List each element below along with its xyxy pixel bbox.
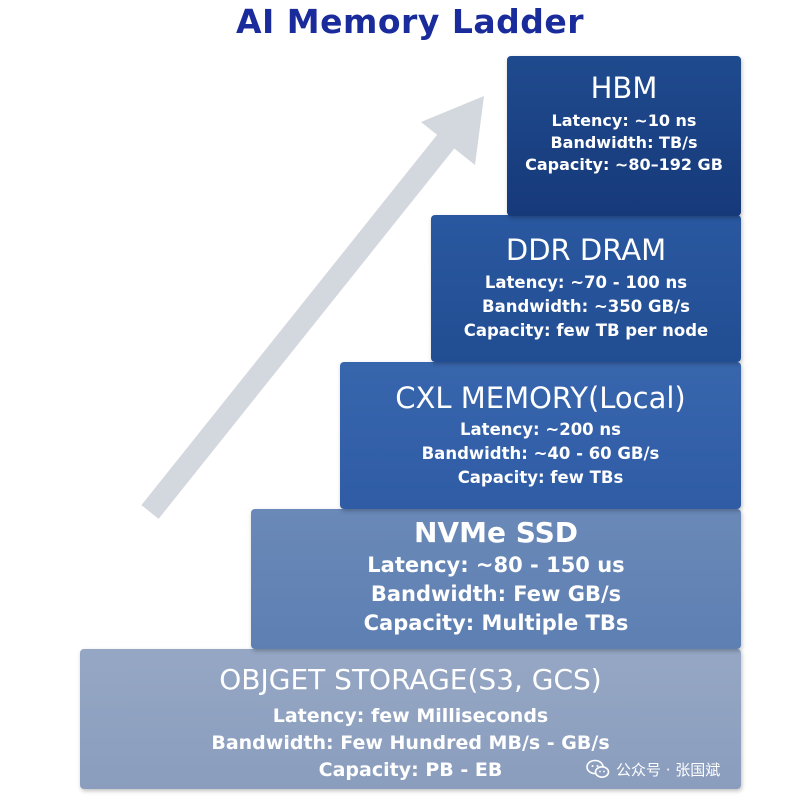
diagram-title: AI Memory Ladder xyxy=(235,2,585,41)
tier-name: DDR DRAM xyxy=(505,233,667,267)
tier-hbm: HBM Latency: ~10 ns Bandwidth: TB/s Capa… xyxy=(507,56,741,216)
wechat-icon xyxy=(586,759,610,778)
tier-name: CXL MEMORY(Local) xyxy=(395,381,686,415)
tier-latency: Latency: ~80 - 150 us xyxy=(367,553,625,577)
tier-bandwidth: Bandwidth: TB/s xyxy=(550,133,698,152)
tier-cxl-memory: CXL MEMORY(Local) Latency: ~200 ns Bandw… xyxy=(340,362,741,509)
tier-nvme-ssd: NVMe SSD Latency: ~80 - 150 us Bandwidth… xyxy=(251,509,741,649)
tier-bandwidth: Bandwidth: ~350 GB/s xyxy=(482,297,690,316)
tier-latency: Latency: ~10 ns xyxy=(551,111,697,130)
watermark: 公众号 · 张国斌 xyxy=(586,755,720,783)
tier-capacity: Capacity: few TB per node xyxy=(463,321,709,340)
tier-capacity: Capacity: ~80–192 GB xyxy=(525,155,723,174)
tier-latency: Latency: ~200 ns xyxy=(460,420,621,439)
tier-name: HBM xyxy=(590,71,658,105)
tier-bandwidth: Bandwidth: Few GB/s xyxy=(370,582,622,606)
tier-ddr-dram: DDR DRAM Latency: ~70 - 100 ns Bandwidth… xyxy=(431,215,741,362)
tier-latency: Latency: ~70 - 100 ns xyxy=(484,273,688,292)
tier-object-storage: OBJGET STORAGE(S3, GCS) Latency: few Mil… xyxy=(80,649,741,789)
tier-capacity: Capacity: few TBs xyxy=(457,468,624,487)
tier-bandwidth: Bandwidth: Few Hundred MB/s - GB/s xyxy=(211,732,610,754)
tier-name: NVMe SSD xyxy=(413,516,579,549)
tier-name: OBJGET STORAGE(S3, GCS) xyxy=(219,663,602,696)
tier-capacity: Capacity: Multiple TBs xyxy=(363,611,629,635)
tier-capacity: Capacity: PB - EB xyxy=(318,759,503,781)
watermark-text: 公众号 · 张国斌 xyxy=(616,760,721,779)
tier-bandwidth: Bandwidth: ~40 - 60 GB/s xyxy=(421,444,660,463)
tier-latency: Latency: few Milliseconds xyxy=(272,705,549,727)
